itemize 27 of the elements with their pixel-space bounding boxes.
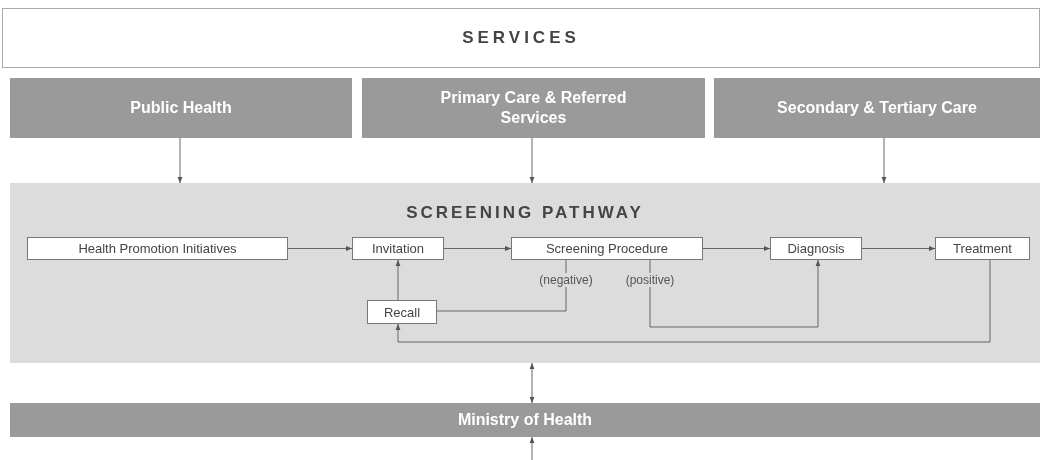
arrow bbox=[529, 137, 535, 184]
step-box: Recall bbox=[367, 300, 437, 324]
arrow bbox=[861, 246, 936, 251]
panel-title: SCREENING PATHWAY bbox=[406, 203, 644, 223]
arrow bbox=[395, 259, 991, 343]
step-box: Health Promotion Initiatives bbox=[27, 237, 288, 260]
ministry-bar: Ministry of Health bbox=[10, 403, 1040, 437]
arrow bbox=[881, 137, 887, 184]
header-box: SERVICES bbox=[2, 8, 1040, 68]
arrow bbox=[443, 246, 512, 251]
edge-label: (positive) bbox=[623, 273, 677, 287]
arrow bbox=[649, 259, 821, 328]
step-box: Diagnosis bbox=[770, 237, 862, 260]
arrow bbox=[529, 436, 535, 460]
arrow bbox=[702, 246, 771, 251]
step-box: Screening Procedure bbox=[511, 237, 703, 260]
step-box: Treatment bbox=[935, 237, 1030, 260]
arrow bbox=[529, 362, 535, 404]
edge-label: (negative) bbox=[537, 273, 595, 287]
category-bar: Secondary & Tertiary Care bbox=[714, 78, 1040, 138]
arrow bbox=[177, 137, 183, 184]
category-bar: Primary Care & Referred Services bbox=[362, 78, 705, 138]
arrow bbox=[287, 246, 353, 251]
step-box: Invitation bbox=[352, 237, 444, 260]
pathway-panel bbox=[10, 183, 1040, 363]
category-bar: Public Health bbox=[10, 78, 352, 138]
arrow bbox=[395, 259, 401, 301]
